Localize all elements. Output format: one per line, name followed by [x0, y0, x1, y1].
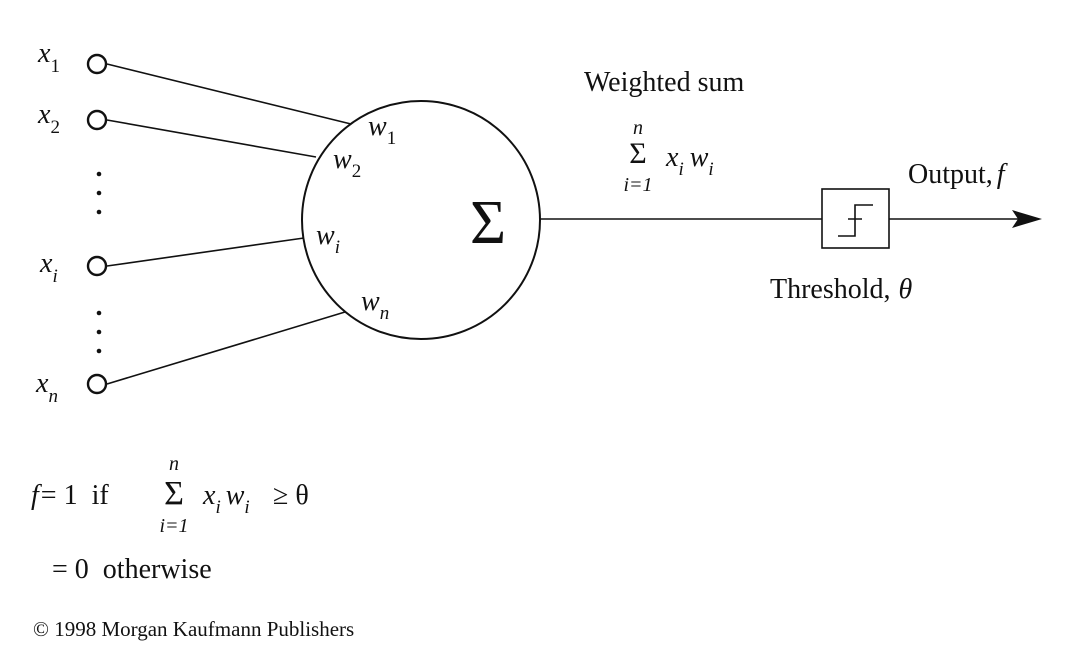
input-line-xi	[106, 237, 305, 267]
weighted-sum-sigma: Σ	[629, 137, 646, 170]
neuron-circle	[301, 100, 541, 340]
threshold-label: Threshold,θ	[770, 274, 913, 305]
weight-label-w2: w2	[333, 144, 361, 182]
input-node-x1	[86, 53, 108, 75]
input-label-xn: xn	[35, 368, 58, 407]
ellipsis-lower	[96, 310, 102, 354]
step-function-icon	[838, 204, 873, 237]
weight-label-wi: wi	[316, 220, 340, 258]
input-label-xi: xi	[39, 248, 58, 287]
output-arrowhead	[1012, 210, 1042, 228]
formula-line1-left: f= 1 if	[31, 480, 109, 511]
formula-sum-lower: i=1	[159, 515, 188, 537]
input-node-xn	[86, 373, 108, 395]
input-line-x1	[106, 63, 352, 125]
formula-ge-theta: ≥ θ	[273, 480, 309, 511]
formula-sum-sigma: Σ	[164, 475, 184, 512]
weighted-sum-title: Weighted sum	[584, 67, 744, 98]
copyright-text: © 1998 Morgan Kaufmann Publishers	[33, 617, 354, 641]
weight-label-w1: w1	[368, 111, 396, 149]
input-line-x2	[106, 119, 317, 158]
input-label-x1: x1	[37, 38, 60, 77]
input-label-x2: x2	[37, 99, 60, 138]
weight-label-wn: wn	[361, 286, 389, 324]
weighted-sum-lower: i=1	[623, 174, 652, 196]
sigma-symbol: Σ	[470, 189, 506, 257]
output-label: Output,f	[908, 159, 1008, 190]
weighted-sum-upper: n	[633, 117, 643, 139]
formula-sum-upper: n	[169, 453, 179, 475]
ellipsis-upper	[96, 171, 102, 215]
input-node-x2	[86, 109, 108, 131]
formula-line2: = 0 otherwise	[52, 554, 212, 585]
input-node-xi	[86, 255, 108, 277]
input-line-xn	[106, 311, 346, 385]
